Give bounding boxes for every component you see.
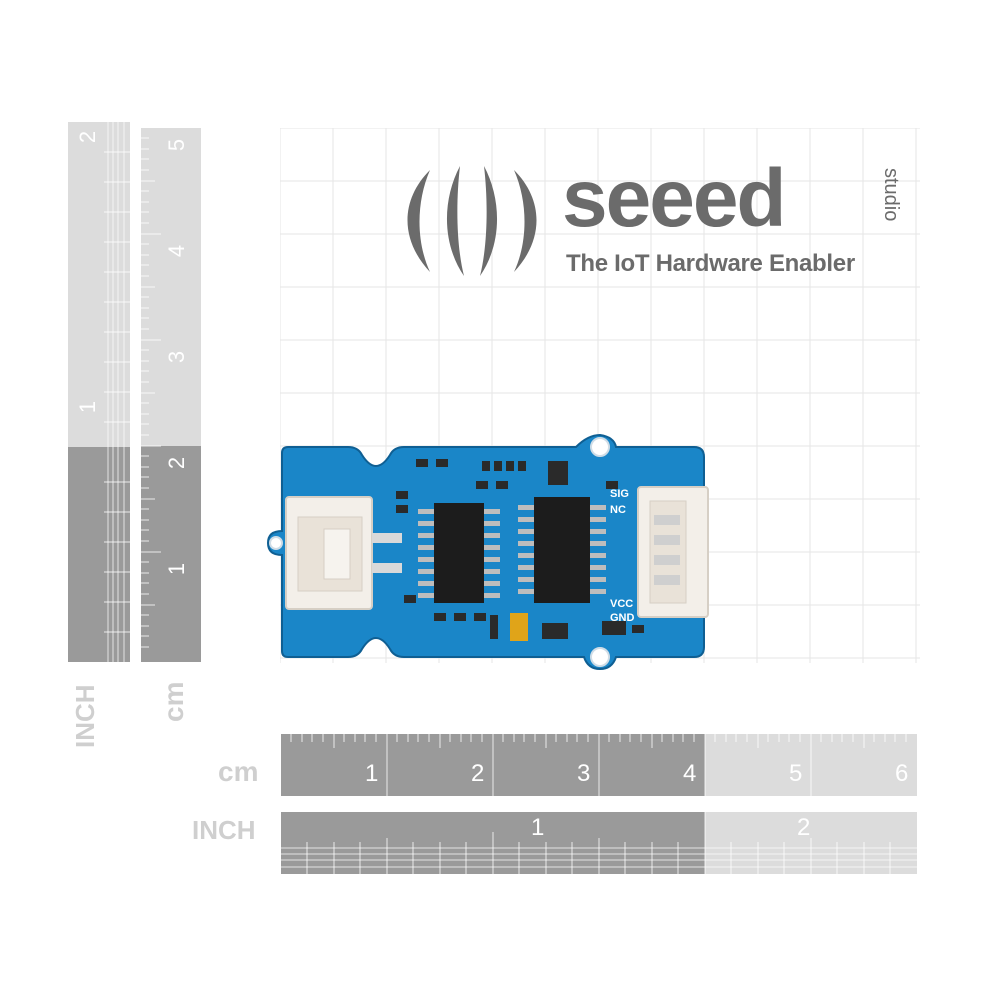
ruler-label: 2 [471, 760, 485, 787]
seeed-logo-mark [407, 166, 537, 276]
ruler-label: 2 [164, 456, 190, 470]
horizontal-inch-ruler: 1 2 [281, 812, 917, 874]
ruler-label: 4 [164, 244, 190, 258]
brand-tagline: The IoT Hardware Enabler [566, 250, 855, 277]
horizontal-inch-unit: INCH [192, 815, 256, 845]
ruler-label: 1 [75, 400, 101, 414]
ruler-label: 1 [531, 814, 545, 841]
ruler-label: 1 [365, 760, 379, 787]
ruler-label: 5 [789, 760, 803, 787]
brand-name: seeed [562, 153, 787, 244]
grove-pcb-board: SIG NC VCC GND [266, 433, 709, 671]
horizontal-cm-unit: cm [218, 756, 259, 787]
ruler-label: 3 [577, 760, 591, 787]
ruler-label: 6 [895, 760, 909, 787]
ruler-label: 5 [164, 138, 190, 152]
pin-label: NC [610, 504, 626, 516]
ruler-label: 3 [164, 350, 190, 364]
vertical-cm-unit: cm [158, 681, 189, 722]
ruler-label: 2 [75, 130, 101, 144]
vertical-inch-unit: INCH [70, 684, 100, 748]
pin-label: GND [610, 612, 635, 624]
ruler-label: 2 [797, 814, 811, 841]
pin-label: SIG [610, 488, 629, 500]
horizontal-cm-ruler: 1 2 3 4 5 6 [281, 734, 917, 796]
brand-sub: studio [880, 168, 902, 222]
vertical-cm-ruler: 5 4 3 2 1 [141, 128, 201, 662]
ruler-label: 1 [164, 562, 190, 576]
ruler-label: 4 [683, 760, 697, 787]
pin-label: VCC [610, 598, 633, 610]
vertical-inch-ruler: 2 1 [68, 122, 130, 662]
